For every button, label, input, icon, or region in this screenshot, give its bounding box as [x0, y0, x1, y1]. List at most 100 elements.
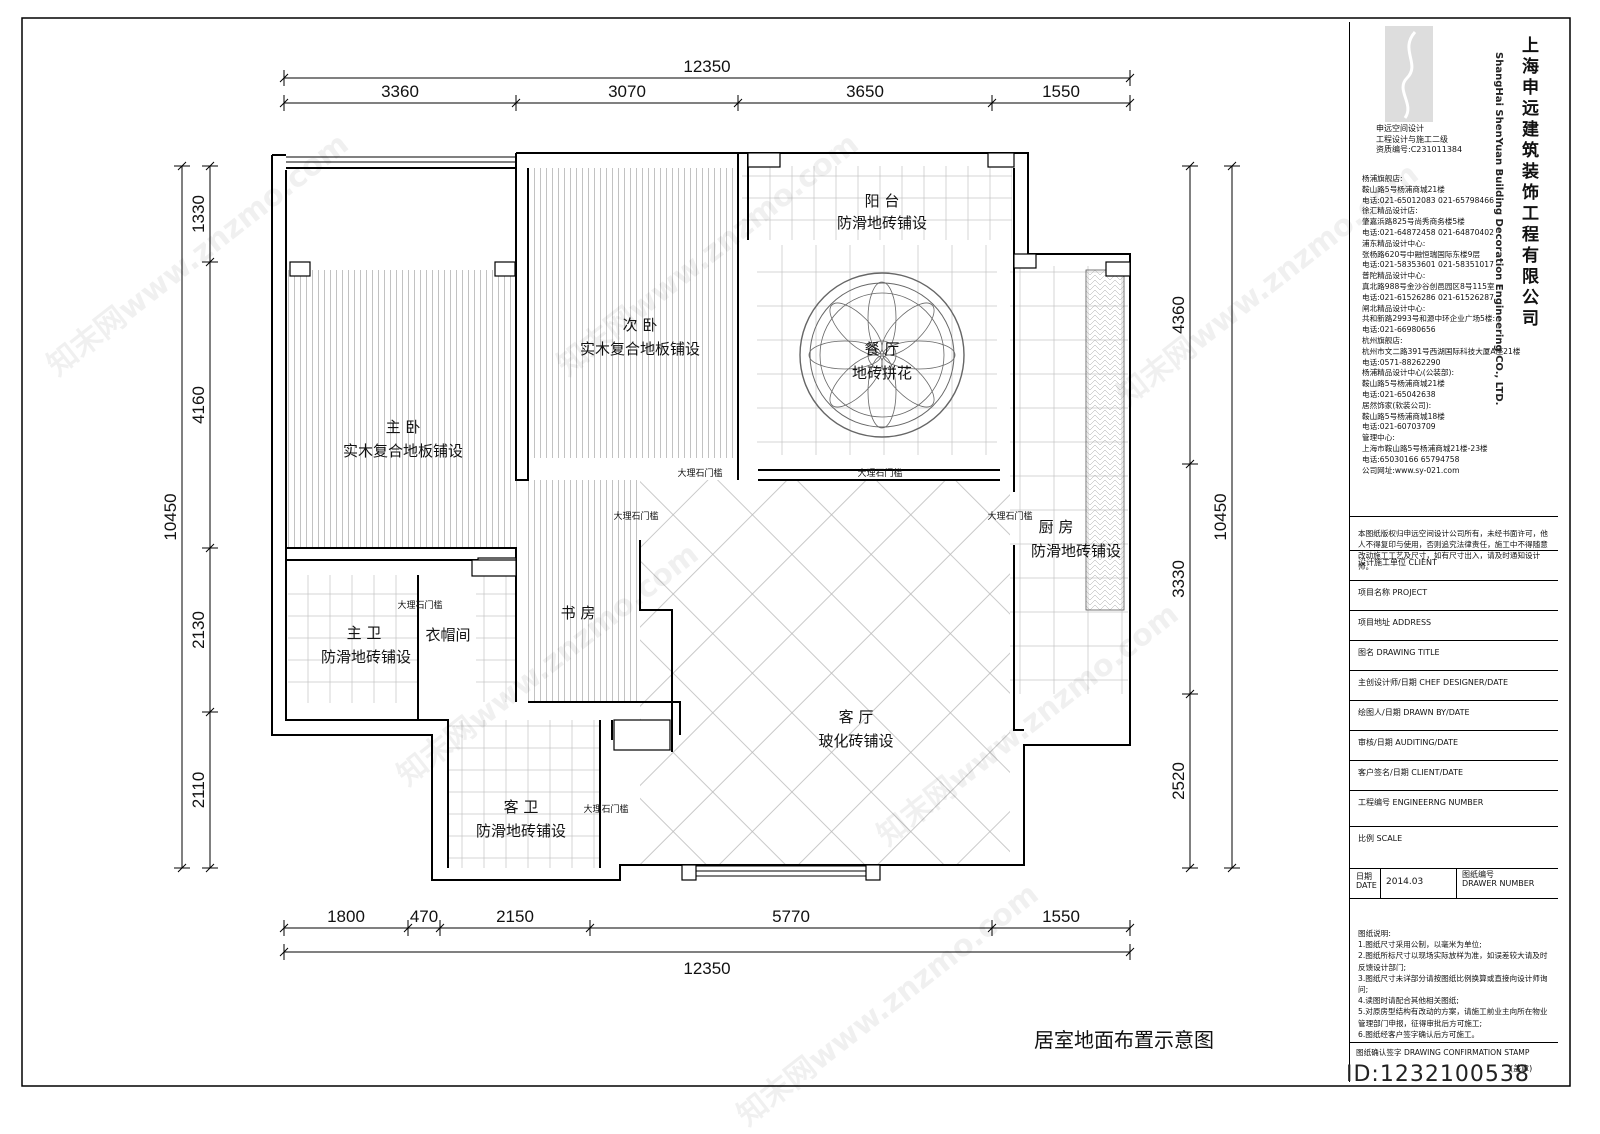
- balcony-floor: [742, 166, 1012, 240]
- kitchen-name: 厨 房: [1039, 518, 1074, 536]
- master-bed-floor: [286, 270, 518, 548]
- balcony-floor-label: 防滑地砖铺设: [837, 214, 927, 232]
- master-bed-name: 主 卧: [386, 418, 421, 436]
- guest-bath-floor: [448, 720, 600, 868]
- dimension-label: 470: [410, 907, 438, 926]
- office-line: 电话:021-61526286 021-61526287: [1362, 292, 1494, 302]
- drawing-notes: 图纸说明: 1.图纸尺寸采用公制，以毫米为单位;2.图纸所标尺寸以现场实际放样为…: [1358, 928, 1554, 1040]
- image-id: ID:1232100538: [1346, 1062, 1530, 1087]
- office-line: 公司网址:www.sy-021.com: [1362, 465, 1460, 475]
- columns: [289, 152, 1131, 881]
- office-line: 真北路988号金沙谷创邑园区8号115室: [1362, 281, 1495, 291]
- dimension-label: 10450: [1211, 493, 1230, 540]
- office-line: 居然饰家(软装公司):: [1362, 400, 1432, 410]
- office-line: 电话:65030166 65794758: [1362, 454, 1460, 464]
- office-line: 电话:021-66980656: [1362, 325, 1436, 335]
- dimension-label: 1800: [327, 907, 365, 926]
- marble-sill-label: 大理石门槛: [613, 510, 658, 522]
- title-block-row: 项目地址 ADDRESS: [1358, 618, 1432, 627]
- dimension-label: 3650: [846, 82, 884, 101]
- window-top: [286, 156, 516, 163]
- guest-bath-name: 客 卫: [504, 798, 539, 816]
- drawing-number-label-cn: 图纸编号: [1462, 870, 1494, 879]
- second-bed-floor: [528, 168, 738, 458]
- dimension-label: 3330: [1169, 560, 1188, 598]
- office-line: 张杨路620号中融恒瑞国际东楼9层: [1362, 249, 1481, 259]
- office-line: 闸北精品设计中心:: [1362, 303, 1426, 313]
- title-block: 申远空间设计 工程设计与施工二级 资质编号:C231011384 上海申远建筑装…: [1349, 22, 1558, 1082]
- date-label-en: DATE: [1356, 881, 1377, 890]
- second-bed-floor-label: 实木复合地板铺设: [580, 340, 700, 358]
- office-line: 杭州旗舰店:: [1362, 335, 1403, 345]
- master-bed-floor-label: 实木复合地板铺设: [343, 442, 463, 460]
- dining-name: 餐 厅: [865, 340, 900, 358]
- dimension-label: 4160: [189, 386, 208, 424]
- drawing-number-label: 图纸编号 DRAWER NUMBER: [1462, 870, 1534, 888]
- study-name: 书 房: [561, 604, 596, 622]
- title-block-row: 主创设计师/日期 CHEF DESIGNER/DATE: [1358, 678, 1508, 687]
- office-line: 杨浦旗舰店:: [1362, 174, 1403, 183]
- room-labels: 主 卧 实木复合地板铺设 次 卧 实木复合地板铺设 阳 台 防滑地砖铺设 餐 厅…: [321, 192, 1214, 1052]
- dimension-label: 2150: [496, 907, 534, 926]
- logo-caption-line: 资质编号:C231011384: [1376, 145, 1463, 154]
- note-line: 6.图纸经客户签字确认后方可施工。: [1358, 1029, 1480, 1039]
- living-floor: [640, 480, 1010, 865]
- master-bath-name: 主 卫: [347, 624, 382, 642]
- dining-medallion: [799, 272, 965, 438]
- title-block-row: 客户签名/日期 CLIENT/DATE: [1358, 768, 1464, 777]
- dimension-label: 2130: [189, 611, 208, 649]
- company-name: 上海申远建筑装饰工程有限公司: [1522, 36, 1539, 329]
- marble-sill-label: 大理石门槛: [583, 803, 628, 815]
- closet-name: 衣帽间: [425, 626, 470, 644]
- kitchen-counter: [1085, 269, 1125, 611]
- guest-bath-floor-label: 防滑地砖铺设: [476, 822, 566, 840]
- marble-sill-label: 大理石门槛: [857, 467, 902, 479]
- date-label: 日期 DATE: [1356, 872, 1377, 890]
- office-line: 杭州市文二路391号西湖国际科技大厦A座21楼: [1362, 346, 1521, 356]
- office-line: 鞍山路5号杨浦商城18楼: [1362, 411, 1445, 421]
- dining-floor: [757, 245, 997, 455]
- office-line: 电话:0571-88262290: [1362, 357, 1441, 367]
- logo-caption-line: 工程设计与施工二级: [1376, 134, 1448, 144]
- office-line: 鞍山路5号杨浦商城21楼: [1362, 379, 1445, 389]
- date-value: 2014.03: [1386, 877, 1424, 887]
- office-line: 电话:021-65012083 021-65798466: [1362, 195, 1494, 205]
- logo-icon: [1401, 31, 1417, 119]
- dimension-label: 3070: [608, 82, 646, 101]
- dining-floor-label: 地砖拼花: [852, 364, 912, 382]
- note-line: 2.图纸所标尺寸以现场实际放样为准，如误差较大请及时反馈设计部门;: [1358, 951, 1548, 972]
- office-line: 鞍山路5号杨浦商城21楼: [1362, 184, 1445, 194]
- dimension-label: 1550: [1042, 82, 1080, 101]
- office-line: 肇嘉浜路825号尚秀商务楼5楼: [1362, 217, 1465, 227]
- dimension-label: 2520: [1169, 762, 1188, 800]
- dimension-label: 1330: [189, 195, 208, 233]
- office-line: 杨浦精品设计中心(公装部):: [1362, 368, 1455, 378]
- dimension-label: 12350: [683, 57, 730, 76]
- window-bottom: [696, 865, 866, 877]
- office-line: 电话:021-58353601 021-58351017: [1362, 260, 1494, 270]
- dimension-label: 2110: [189, 772, 208, 809]
- confirm-label: 图纸确认签字 DRAWING CONFIRMATION STAMP: [1356, 1048, 1530, 1057]
- office-line: 电话:021-65042638: [1362, 389, 1436, 399]
- stamp-note: (盖章): [1510, 1064, 1533, 1073]
- office-line: 徐汇精品设计店:: [1362, 206, 1418, 216]
- sheet-border: [21, 17, 1571, 1087]
- drawing-number-label-en: DRAWER NUMBER: [1462, 879, 1535, 888]
- closet-area: [476, 562, 516, 702]
- study-floor: [528, 480, 640, 702]
- marble-sill-label: 大理石门槛: [677, 467, 722, 479]
- master-bath-floor-label: 防滑地砖铺设: [321, 648, 411, 666]
- dimension-label: 4360: [1169, 296, 1188, 334]
- dimension-label: 10450: [161, 493, 180, 540]
- title-block-row: 比例 SCALE: [1358, 834, 1403, 843]
- notes-title: 图纸说明:: [1358, 929, 1391, 938]
- note-line: 4.读图时请配合其他相关图纸;: [1358, 996, 1459, 1006]
- title-block-row: 项目名称 PROJECT: [1358, 588, 1428, 597]
- company-name-en: ShangHai ShenYuan Building Decoration En…: [1493, 52, 1504, 406]
- office-line: 电话:021-60703709: [1362, 422, 1436, 432]
- title-block-row: 图名 DRAWING TITLE: [1358, 648, 1440, 657]
- company-logo: [1385, 26, 1433, 122]
- dimension-label: 3360: [381, 82, 419, 101]
